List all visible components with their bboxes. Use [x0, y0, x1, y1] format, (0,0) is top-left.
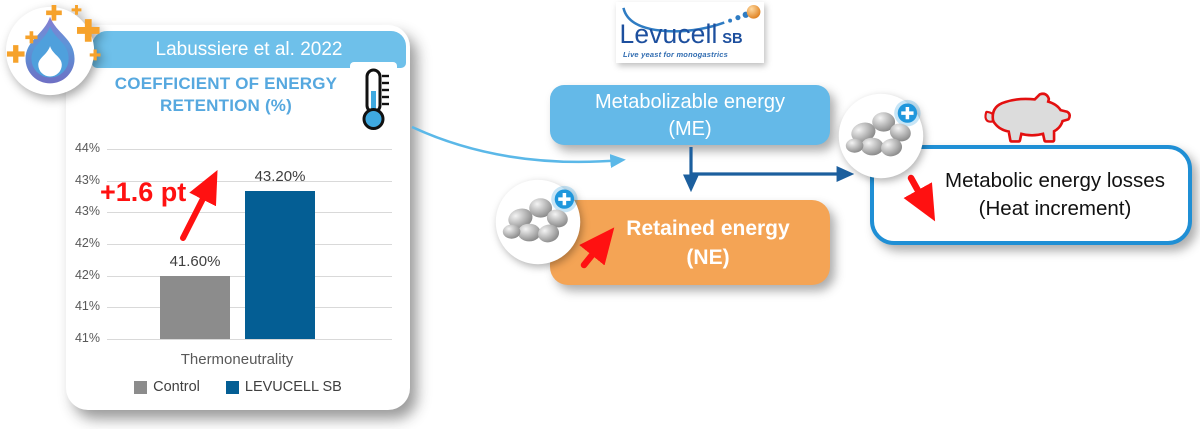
- y-axis-tick: 42%: [74, 236, 100, 250]
- svg-text:Levucell: Levucell: [620, 19, 718, 48]
- legend-label: LEVUCELL SB: [244, 379, 342, 395]
- levucell-logo-art: Levucell SB: [620, 4, 761, 49]
- y-axis-tick: 41%: [74, 331, 100, 346]
- difference-annotation: +1.6 pt: [100, 177, 187, 207]
- legend-swatch: [134, 380, 148, 394]
- me-box-line1: Metabolizable energy: [594, 91, 786, 113]
- bar-levucell-sb: [245, 191, 315, 339]
- losses-box-line1: Metabolic energy losses: [945, 169, 1165, 192]
- study-card: Labussiere et al. 2022 COEFFICIENT OF EN…: [66, 25, 410, 410]
- me-box-line2: (ME): [668, 118, 712, 140]
- logo-tagline: Live yeast for monogastrics: [623, 50, 729, 59]
- y-axis-tick: 42%: [74, 267, 100, 282]
- bar-value-label: 41.60%: [169, 253, 221, 270]
- legend-swatch: [225, 380, 239, 394]
- svg-text:SB: SB: [722, 31, 742, 47]
- logo-swoosh-icon: [622, 7, 725, 33]
- y-axis-tick: 44%: [74, 141, 100, 155]
- thermometer-box: [350, 62, 397, 136]
- gridline: [107, 180, 392, 182]
- bar-control: [160, 276, 230, 339]
- logo-sphere-icon: [746, 4, 761, 19]
- metabolizable-energy-box: Metabolizable energy (ME): [550, 85, 830, 145]
- ne-box-line2: (NE): [686, 246, 730, 269]
- study-source-banner: Labussiere et al. 2022: [92, 31, 406, 68]
- retained-energy-box: Retained energy (NE): [550, 200, 830, 285]
- ne-box-line1: Retained energy: [626, 217, 790, 240]
- plus-sparks-icon: [6, 4, 101, 63]
- chart-area: 44% 43% 43% 42% 42% 41% 41% 41.60% 43.20%: [66, 25, 410, 410]
- x-axis-category: Thermoneutrality: [180, 351, 294, 368]
- y-axis-tick: 43%: [74, 204, 100, 219]
- bar-value-label: 43.20%: [254, 168, 306, 185]
- yeast-cells-icon: [495, 179, 581, 265]
- thermometer-icon: [362, 68, 389, 130]
- chart-legend: Control LEVUCELL SB: [66, 379, 410, 395]
- losses-box-line2: (Heat increment): [978, 197, 1132, 220]
- y-axis-tick: 41%: [74, 299, 100, 314]
- energy-flame-badge: [3, 3, 101, 101]
- levucell-sb-logo: Levucell SB Live yeast for monogastrics: [616, 2, 764, 63]
- yeast-cells-icon: [838, 93, 924, 179]
- y-axis-tick: 43%: [74, 172, 100, 187]
- pig-icon: [984, 92, 1071, 143]
- gridline: [107, 339, 392, 341]
- gridline: [107, 149, 392, 150]
- chart-title: COEFFICIENT OF ENERGY RETENTION (%): [114, 74, 338, 115]
- legend-item-control: Control: [134, 379, 200, 395]
- legend-item-levucell-sb: LEVUCELL SB: [225, 379, 342, 395]
- flame-icon: [5, 4, 101, 96]
- legend-label: Control: [153, 379, 200, 395]
